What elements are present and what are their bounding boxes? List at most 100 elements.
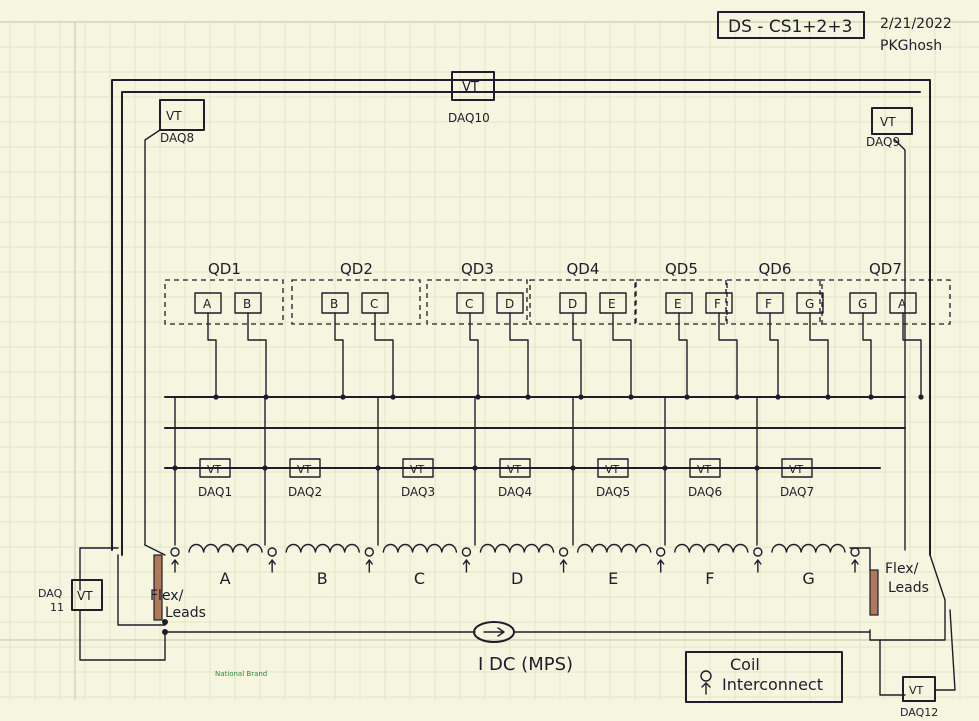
- vt-daq11: VT DAQ 11: [38, 547, 166, 661]
- qd-input-label: D: [505, 297, 514, 311]
- coil-winding: [285, 543, 360, 553]
- daq12-label: DAQ12: [900, 706, 938, 719]
- flex-lead-right-bar: [869, 569, 879, 616]
- vt-daq8: VT DAQ8: [159, 99, 205, 145]
- title-block: DS - CS1+2+3 2/21/2022 PKGhosh: [717, 11, 952, 54]
- qd-wire: [769, 312, 779, 398]
- source-symbol: [473, 621, 515, 643]
- interconnect-icon: [558, 547, 569, 557]
- vt-box-daq12: [902, 676, 936, 702]
- interconnect-icon: [267, 547, 277, 557]
- outer-loop-wire: [111, 79, 931, 556]
- coil-label: E: [608, 569, 618, 588]
- qd-wire: [678, 312, 688, 398]
- svg-text:VT: VT: [909, 684, 924, 697]
- qd-label: QD4: [567, 260, 600, 278]
- outer-loop: [111, 79, 956, 696]
- source-arrow-icon: [483, 627, 505, 637]
- vt-label: VT: [507, 463, 522, 476]
- daq11-label-1: DAQ: [38, 587, 63, 600]
- qd-label: QD5: [665, 260, 698, 278]
- qd-dashed-box: [529, 279, 636, 325]
- qd-input-label: D: [568, 297, 577, 311]
- coil-a: A: [188, 543, 263, 588]
- coil-interconnect: [267, 547, 277, 573]
- interconnect-arrow-icon: [268, 559, 276, 573]
- flex-leads-left: Flex/ Leads: [150, 554, 206, 635]
- qd-wire: [334, 312, 344, 398]
- vt-label: VT: [789, 463, 804, 476]
- coil-interconnect: [656, 547, 666, 573]
- interconnect-icon: [364, 547, 374, 557]
- vt-label: VT: [207, 463, 222, 476]
- qd-label: QD6: [759, 260, 792, 278]
- vt-box: [781, 458, 813, 478]
- qd-wire: [207, 312, 217, 398]
- daq-row: VTDAQ1VTDAQ2VTDAQ3VTDAQ4VTDAQ5VTDAQ6VTDA…: [172, 396, 814, 546]
- qd-input-label: E: [674, 297, 682, 311]
- right-return-wire: [869, 554, 946, 641]
- svg-text:VT: VT: [166, 109, 182, 123]
- coil-label: F: [705, 569, 714, 588]
- svg-text:VT: VT: [880, 115, 896, 129]
- qd-input-label: E: [608, 297, 616, 311]
- vt-box: [289, 458, 321, 478]
- qd-wire: [809, 312, 829, 398]
- coil-interconnect: [850, 547, 860, 573]
- legend-line-1: Coil: [730, 655, 760, 674]
- svg-text:Leads: Leads: [888, 580, 929, 596]
- coil-label: A: [220, 569, 231, 588]
- interconnect-icon: [753, 547, 763, 557]
- daq-label: DAQ2: [288, 485, 322, 499]
- vt-box: [499, 458, 531, 478]
- daq8-wire: [144, 129, 161, 546]
- qd-input-label: F: [714, 297, 721, 311]
- interconnect-arrow-icon: [365, 559, 373, 573]
- coil-winding: [382, 543, 458, 553]
- coil-winding: [479, 543, 555, 553]
- qd-dashed-box: [635, 279, 727, 325]
- vt-label: VT: [410, 463, 425, 476]
- bus-wires: [164, 396, 906, 469]
- daq10-label: DAQ10: [448, 111, 490, 125]
- outer-loop-inner-wire: [121, 91, 921, 556]
- daq8-label: DAQ8: [160, 131, 194, 145]
- qd-dashed-box: [819, 279, 951, 325]
- qd-wire: [612, 312, 632, 398]
- coil-interconnect: [753, 547, 763, 573]
- qd-dashed-box: [726, 279, 823, 325]
- daq9-wire: [894, 139, 906, 551]
- vt-daq4: VT DAQ4: [472, 396, 532, 546]
- daq-label: DAQ7: [780, 485, 814, 499]
- interconnect-icon: [850, 547, 860, 557]
- vt-box-daq9: [871, 107, 913, 135]
- coil-e: E: [576, 543, 652, 588]
- vt-box-daq10: [451, 71, 495, 101]
- interconnect-arrow-icon: [462, 559, 471, 573]
- daq-label: DAQ1: [198, 485, 232, 499]
- vt-box-daq8: [159, 99, 205, 131]
- paper-grid: [0, 21, 979, 700]
- daq-label: DAQ4: [498, 485, 532, 499]
- qd-input-label: A: [898, 297, 907, 311]
- qd-wire: [572, 312, 582, 398]
- svg-text:Flex/: Flex/: [150, 588, 184, 604]
- qd-input-label: G: [858, 297, 867, 311]
- vt-label: VT: [297, 463, 312, 476]
- left-return-wire: [117, 554, 166, 626]
- qd-dashed-box: [164, 279, 284, 325]
- daq-label: DAQ5: [596, 485, 630, 499]
- vt-box: [402, 458, 434, 478]
- dc-source: I DC (MPS): [164, 621, 871, 675]
- interconnect-arrow-icon: [657, 559, 665, 573]
- svg-text:VT: VT: [462, 80, 479, 95]
